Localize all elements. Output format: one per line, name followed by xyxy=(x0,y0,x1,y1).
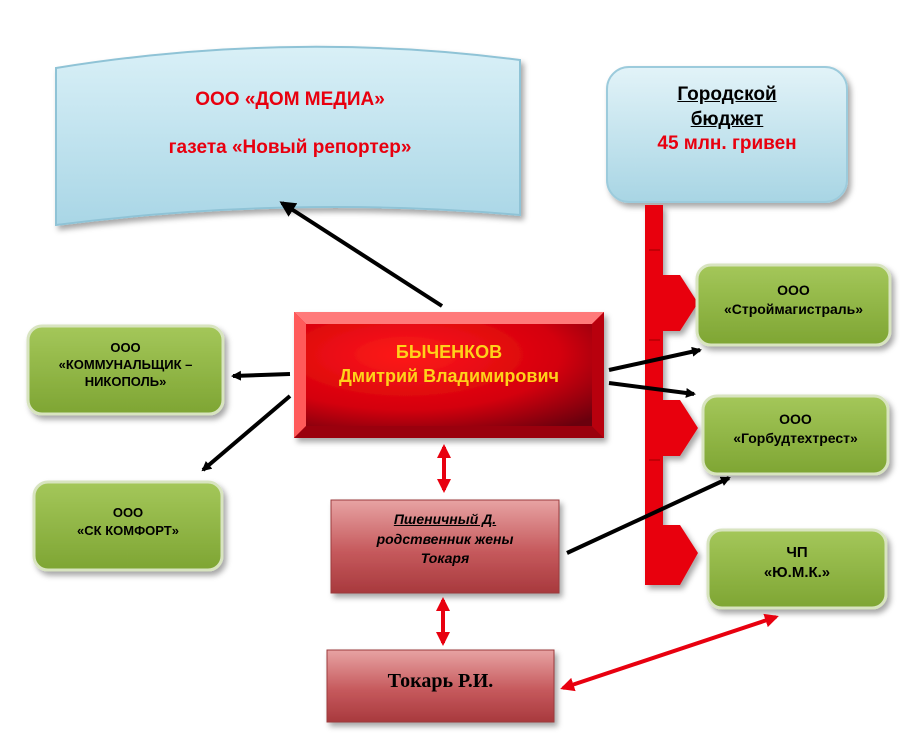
center-surname: БЫЧЕНКОВ xyxy=(395,342,503,362)
budget-amount: 45 млн. гривен xyxy=(657,133,797,155)
box-pshen xyxy=(330,499,560,594)
box-tokar xyxy=(326,649,555,723)
gorbud-label: ООО «Горбудтехтрест» xyxy=(733,411,858,446)
budget-label: Городской бюджет 45 млн. гривен xyxy=(612,83,842,157)
arrow-center-to-gorbud xyxy=(608,381,696,398)
box-stroy xyxy=(695,263,892,347)
pshen-label: Пшеничный Д. родственник жены Токаря xyxy=(376,511,514,567)
arrow-center-to-media xyxy=(279,201,444,308)
budget-title-2: бюджет xyxy=(690,108,764,130)
stroy-label: ООО «Строймагистраль» xyxy=(723,282,864,317)
media-company: ООО «ДОМ МЕДИА» xyxy=(195,89,385,110)
arrow-center-to-kommunal xyxy=(231,370,291,381)
media-label: ООО «ДОМ МЕДИА» газета «Новый репортер» xyxy=(90,90,490,157)
center-box xyxy=(294,312,604,438)
tokar-label: Токарь Р.И. xyxy=(387,670,494,692)
arrow-pshen-to-gorbud xyxy=(566,476,731,555)
skkomfort-label: ООО «СК КОМФОРТ» xyxy=(77,505,179,538)
budget-box-shape xyxy=(606,66,848,203)
arrow-center-to-stroy xyxy=(608,346,702,372)
budget-title-1: Городской xyxy=(677,84,777,105)
media-newspaper: газета «Новый репортер» xyxy=(168,137,412,158)
umk-label: ЧП «Ю.М.К.» xyxy=(763,544,831,582)
arrow-center-to-skkomfort xyxy=(201,394,292,472)
box-skkomfort xyxy=(32,480,224,572)
budget-flow-bar xyxy=(645,205,698,585)
center-name: Дмитрий Владимирович xyxy=(338,366,560,387)
center-label: БЫЧЕНКОВ Дмитрий Владимирович xyxy=(306,340,592,389)
box-kommunal xyxy=(26,324,225,416)
kommunal-label: ООО «КОММУНАЛЬЩИК – НИКОПОЛЬ» xyxy=(58,340,193,389)
box-gorbud xyxy=(701,394,890,476)
box-umk xyxy=(706,528,888,610)
media-banner-shape xyxy=(55,45,521,227)
arrow-tokar-umk xyxy=(560,613,779,692)
